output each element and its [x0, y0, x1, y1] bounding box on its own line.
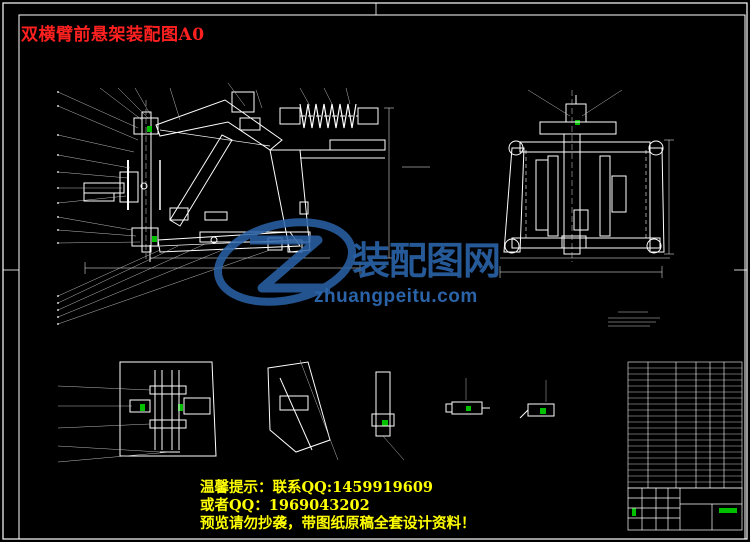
title-block	[627, 487, 743, 531]
watermark-brand: 装配图网	[352, 239, 501, 283]
notice-label-2: 或者QQ：	[200, 497, 269, 514]
front-view-dimensions	[84, 107, 430, 274]
detail-view-a-leaders	[57, 385, 171, 463]
front-view-leaders	[57, 82, 351, 325]
side-view-leaders	[527, 89, 623, 117]
watermark-url: zhuangpeitu.com	[314, 286, 478, 307]
front-view-leader-dots	[57, 91, 59, 325]
parts-list-rows	[628, 367, 742, 483]
notice-contact-2: 1969043202	[268, 497, 370, 514]
watermark-logo	[214, 218, 356, 306]
notice-label-1: 温馨提示：	[200, 479, 273, 496]
detail-view-a	[119, 361, 217, 457]
detail-view-d	[445, 378, 490, 415]
detail-view-b	[267, 359, 339, 461]
inner-frame	[18, 14, 746, 540]
detail-view-e	[519, 380, 555, 419]
drawing-title: 双横臂前悬架装配图A0	[21, 25, 205, 45]
parts-list	[627, 361, 743, 489]
side-view-dimensions	[499, 139, 674, 278]
technical-notes	[608, 311, 660, 327]
side-view	[500, 90, 670, 262]
notice-line-2: 或者QQ：1969043202	[200, 494, 370, 515]
notice-contact-1: 联系QQ:1459919609	[272, 479, 434, 496]
notice-line-1: 温馨提示：联系QQ:1459919609	[200, 476, 433, 497]
notice-line-3: 预览请勿抄袭，带图纸原稿全套设计资料！	[200, 515, 476, 532]
detail-view-c	[371, 371, 405, 461]
